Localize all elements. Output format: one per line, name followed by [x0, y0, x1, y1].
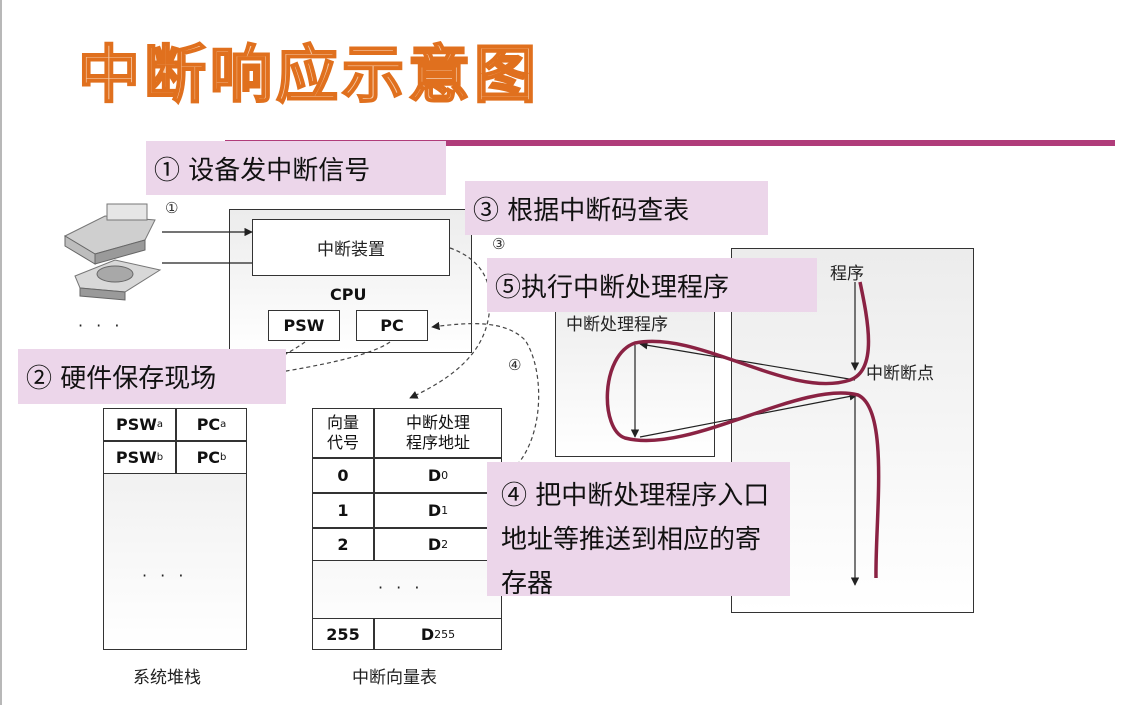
- execution-flow-curve: [605, 281, 881, 579]
- stack-pc-a-text: PC: [196, 415, 221, 434]
- vector-row-2-addr-text: D: [427, 535, 442, 554]
- vector-table-caption: 中断向量表: [352, 668, 437, 688]
- header-code-line1: 向量: [326, 413, 359, 432]
- marker-3: ③: [492, 235, 506, 253]
- interrupt-device-box: 中断装置: [252, 219, 450, 276]
- title-underline: [225, 140, 1115, 146]
- devices-ellipsis: · · ·: [78, 316, 124, 335]
- stack-psw-a-text: PSW: [115, 415, 157, 434]
- pc-register: PC: [356, 310, 428, 341]
- callout-step3: ③ 根据中断码查表: [465, 181, 768, 235]
- callout-step4: ④ 把中断处理程序入口地址等推送到相应的寄存器: [487, 462, 790, 599]
- stack-psw-b-text: PSW: [115, 448, 157, 467]
- vector-row-0-code-text: 0: [337, 466, 349, 485]
- vector-ellipsis: · · ·: [378, 578, 424, 597]
- marker-1: ①: [165, 199, 179, 217]
- vector-row-1-addr-text: D: [427, 501, 442, 520]
- vector-row-1-code: 1: [312, 493, 374, 528]
- stack-psw-b-sub: b: [156, 452, 164, 463]
- stack-pc-b-text: PC: [196, 448, 221, 467]
- marker-4: ④: [508, 356, 522, 374]
- printer-icon: [63, 203, 156, 265]
- vector-row-2-code: 2: [312, 528, 374, 561]
- vector-row-0-addr-text: D: [427, 466, 442, 485]
- vector-row-1-code-text: 1: [337, 501, 349, 520]
- program-label: 程序: [830, 264, 864, 284]
- stack-psw-a-sub: a: [156, 419, 164, 430]
- stack-pc-a-sub: a: [220, 419, 227, 430]
- header-addr-line2: 程序地址: [405, 433, 470, 452]
- lookup-dashed-arrow: [409, 247, 491, 399]
- header-addr-line1: 中断处理: [405, 413, 470, 432]
- handler-box-label: 中断处理程序: [566, 315, 668, 335]
- callout-step1: ① 设备发中断信号: [146, 141, 446, 195]
- jump-to-handler-arrow: [639, 341, 856, 381]
- psw-register-label: PSW: [283, 316, 325, 335]
- psw-register: PSW: [268, 310, 340, 341]
- stack-pc-b-sub: b: [220, 452, 227, 463]
- vector-row-255-addr-text: D: [420, 624, 435, 644]
- vector-table-header-addr: 中断处理 程序地址: [374, 408, 502, 458]
- vector-row-255-addr-sub: 255: [434, 627, 456, 641]
- system-stack-caption: 系统堆栈: [133, 668, 201, 688]
- callout-step5: ⑤执行中断处理程序: [487, 258, 817, 312]
- vector-row-255-code-text: 255: [326, 624, 360, 644]
- vector-table-header-code: 向量 代号: [312, 408, 374, 458]
- breakpoint-label: 中断断点: [866, 364, 934, 384]
- cpu-label: CPU: [330, 285, 367, 304]
- header-code-line2: 代号: [326, 433, 359, 452]
- page-title: 中断响应示意图: [77, 38, 541, 111]
- vector-row-2-addr-sub: 2: [441, 538, 449, 551]
- vector-row-0-code: 0: [312, 458, 374, 493]
- vector-row-255-code: 255: [312, 618, 374, 650]
- pc-register-label: PC: [380, 316, 404, 335]
- vector-row-0-addr-sub: 0: [441, 469, 449, 482]
- disk-drive-icon: [74, 259, 162, 301]
- vector-row-1-addr-sub: 1: [441, 504, 449, 517]
- interrupt-device-label: 中断装置: [317, 240, 385, 260]
- stack-ellipsis: · · ·: [142, 566, 188, 585]
- devices-icons: [63, 203, 162, 301]
- load-pc-dashed-arrow: [431, 321, 540, 471]
- callout-step2: ② 硬件保存现场: [18, 349, 286, 404]
- vector-row-2-code-text: 2: [337, 535, 349, 554]
- left-border: [0, 0, 2, 705]
